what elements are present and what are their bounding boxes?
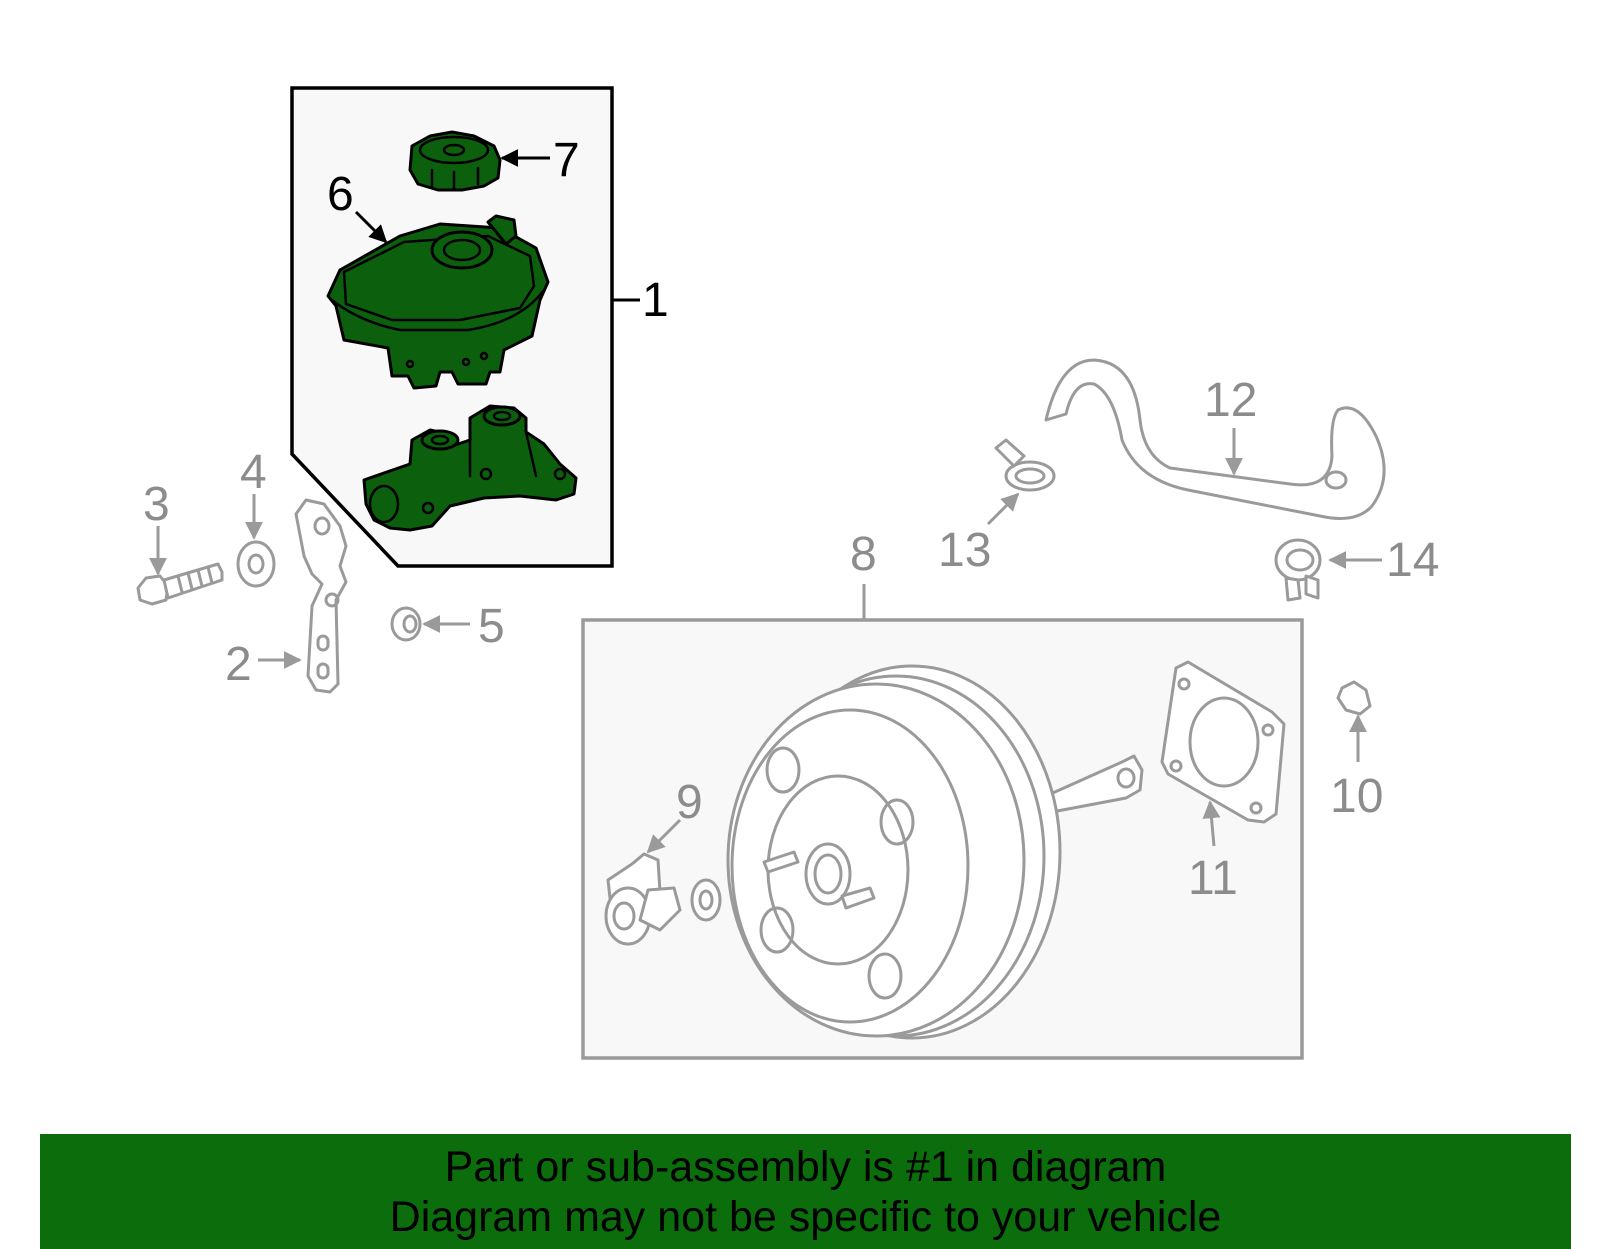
banner-line-1: Part or sub-assembly is #1 in diagram: [444, 1142, 1167, 1191]
clamp-part-13[interactable]: [986, 438, 1056, 526]
callout-1: 1: [642, 274, 669, 327]
callout-10: 10: [1330, 770, 1383, 823]
brake-booster[interactable]: [726, 664, 1144, 1040]
washer-part-4[interactable]: [236, 494, 276, 588]
callout-13: 13: [938, 524, 991, 577]
nut-part-10[interactable]: [1336, 680, 1372, 762]
callout-6: 6: [327, 168, 354, 221]
reservoir-part-6[interactable]: [326, 210, 550, 390]
gasket-part-11[interactable]: [1160, 660, 1286, 847]
nut-part-5[interactable]: [390, 606, 470, 642]
callout-5: 5: [478, 600, 505, 653]
master-cylinder-body[interactable]: [362, 404, 578, 532]
callout-7: 7: [553, 134, 580, 187]
callout-4: 4: [240, 446, 267, 499]
callout-14: 14: [1386, 534, 1439, 587]
callout-3: 3: [143, 478, 170, 531]
banner-line-2: Diagram may not be specific to your vehi…: [389, 1192, 1222, 1241]
callout-11: 11: [1188, 852, 1238, 905]
clamp-part-14[interactable]: [1274, 538, 1382, 602]
callout-9: 9: [676, 776, 703, 829]
callout-8: 8: [850, 528, 877, 581]
check-valve-part-9[interactable]: [604, 818, 722, 946]
callout-2: 2: [225, 638, 252, 691]
bracket-part-2[interactable]: [258, 498, 348, 694]
info-banner: Part or sub-assembly is #1 in diagram Di…: [40, 1134, 1571, 1249]
vacuum-hose-part-12[interactable]: [1044, 358, 1386, 520]
callout-12: 12: [1204, 374, 1257, 427]
reservoir-cap-part-7[interactable]: [408, 130, 550, 192]
bolt-part-3[interactable]: [136, 526, 224, 606]
